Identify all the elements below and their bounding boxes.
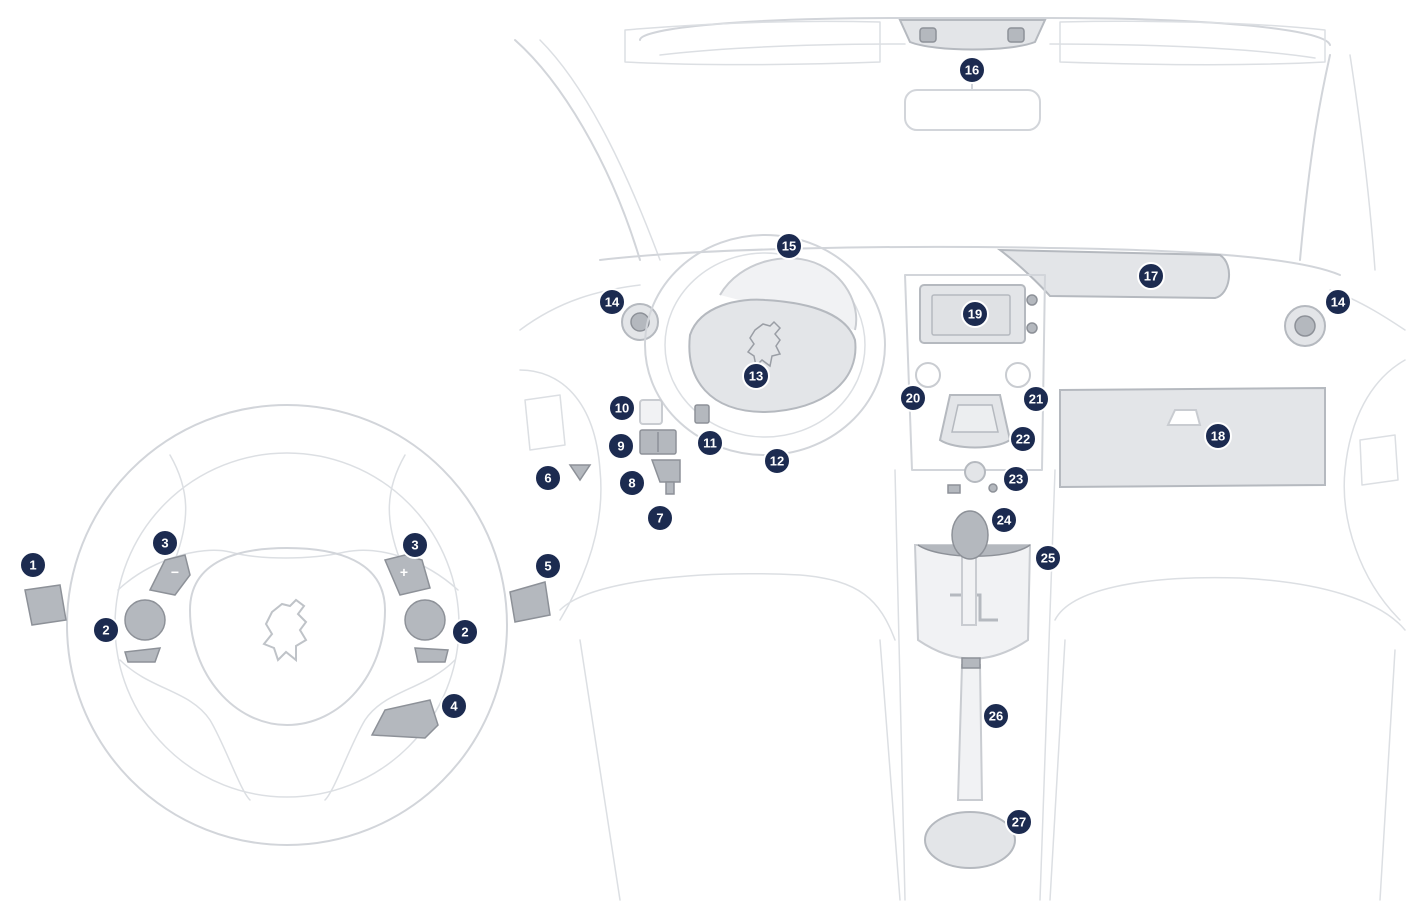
svg-text:21: 21	[1029, 392, 1043, 407]
svg-text:+: +	[400, 564, 408, 580]
power-socket[interactable]	[964, 461, 986, 483]
svg-text:7: 7	[656, 511, 663, 526]
svg-text:4: 4	[450, 699, 458, 714]
lion-emblem-icon	[746, 320, 782, 368]
cruise-control-stalk[interactable]	[370, 699, 439, 739]
left-stalk[interactable]	[24, 584, 67, 626]
callout-badge-27: 27	[1005, 808, 1033, 836]
svg-text:1: 1	[29, 558, 36, 573]
callout-badge-4: 4	[440, 692, 468, 720]
callout-badge-1: 1	[19, 551, 47, 579]
callout-badge-23: 23	[1002, 465, 1030, 493]
svg-text:14: 14	[605, 295, 620, 310]
mirror-adjust-switch[interactable]	[639, 399, 663, 425]
svg-text:2: 2	[102, 623, 109, 638]
callout-badge-3-right: 3	[401, 531, 429, 559]
callout-badge-6: 6	[534, 464, 562, 492]
hvac-right-knob[interactable]	[1005, 362, 1031, 388]
callout-badge-3: 3	[151, 529, 179, 557]
svg-text:−: −	[171, 564, 179, 580]
callout-badge-21: 21	[1022, 385, 1050, 413]
callout-badge-2-right: 2	[451, 618, 479, 646]
glove-box-handle[interactable]	[1166, 409, 1202, 426]
svg-text:11: 11	[703, 436, 717, 451]
svg-text:23: 23	[1009, 472, 1023, 487]
door-handle[interactable]	[568, 464, 592, 482]
callout-badge-19: 19	[961, 300, 989, 328]
left-small-button[interactable]	[124, 647, 162, 663]
callout-badge-9: 9	[607, 432, 635, 460]
svg-text:25: 25	[1041, 551, 1055, 566]
svg-text:20: 20	[906, 391, 920, 406]
svg-text:22: 22	[1016, 432, 1030, 447]
svg-text:15: 15	[782, 239, 796, 254]
left-thumbwheel[interactable]	[124, 599, 166, 641]
cup-holder[interactable]	[924, 811, 1016, 869]
right-stalk[interactable]	[509, 581, 551, 623]
svg-text:5: 5	[544, 559, 551, 574]
callout-badge-22: 22	[1009, 425, 1037, 453]
svg-text:12: 12	[770, 454, 784, 469]
callout-badge-24: 24	[990, 506, 1018, 534]
hood-release[interactable]	[650, 459, 681, 483]
paddle-shifter-minus[interactable]: −	[148, 554, 191, 596]
lion-emblem-icon	[262, 598, 308, 663]
callout-badge-2: 2	[92, 616, 120, 644]
callout-badge-14: 14	[598, 288, 626, 316]
callout-badge-13: 13	[742, 362, 770, 390]
parking-brake-lever[interactable]	[956, 657, 984, 801]
callout-badge-18: 18	[1204, 422, 1232, 450]
svg-text:18: 18	[1211, 429, 1225, 444]
svg-text:27: 27	[1012, 815, 1026, 830]
svg-text:3: 3	[161, 536, 168, 551]
passenger-airbag-panel	[996, 248, 1230, 300]
callout-badge-8: 8	[618, 469, 646, 497]
svg-text:19: 19	[968, 307, 982, 322]
callout-badge-20: 20	[899, 384, 927, 412]
callout-badge-17: 17	[1137, 262, 1165, 290]
svg-text:6: 6	[544, 471, 551, 486]
callout-badge-11: 11	[696, 429, 724, 457]
callout-badge-7: 7	[646, 504, 674, 532]
glove-box[interactable]	[1059, 386, 1326, 489]
svg-text:9: 9	[617, 439, 624, 454]
svg-text:16: 16	[965, 63, 979, 78]
svg-text:24: 24	[997, 513, 1012, 528]
callout-badge-26: 26	[982, 702, 1010, 730]
svg-text:10: 10	[615, 401, 629, 416]
callout-badge-15: 15	[775, 232, 803, 260]
callout-badge-16: 16	[958, 56, 986, 84]
svg-text:2: 2	[461, 625, 468, 640]
callout-badge-14-right: 14	[1324, 288, 1352, 316]
callout-badge-5: 5	[534, 552, 562, 580]
svg-text:14: 14	[1331, 295, 1346, 310]
paddle-shifter-plus[interactable]: +	[383, 554, 431, 596]
callout-badge-12: 12	[763, 447, 791, 475]
hvac-left-knob[interactable]	[915, 362, 941, 388]
ignition-switch[interactable]	[694, 404, 710, 424]
callout-badge-25: 25	[1034, 544, 1062, 572]
gear-lever[interactable]	[951, 510, 989, 626]
svg-text:8: 8	[628, 476, 635, 491]
svg-text:26: 26	[989, 709, 1003, 724]
cabin-dashboard	[514, 17, 1406, 901]
callout-badges: 1 2 3 3 2 4 5 6 7 8 9	[19, 56, 1352, 836]
svg-text:3: 3	[411, 538, 418, 553]
right-thumbwheel[interactable]	[404, 599, 446, 641]
steering-wheel-detail: − +	[24, 404, 551, 846]
svg-text:17: 17	[1144, 269, 1158, 284]
callout-badge-10: 10	[608, 394, 636, 422]
svg-text:13: 13	[749, 369, 763, 384]
right-small-button[interactable]	[414, 647, 449, 663]
